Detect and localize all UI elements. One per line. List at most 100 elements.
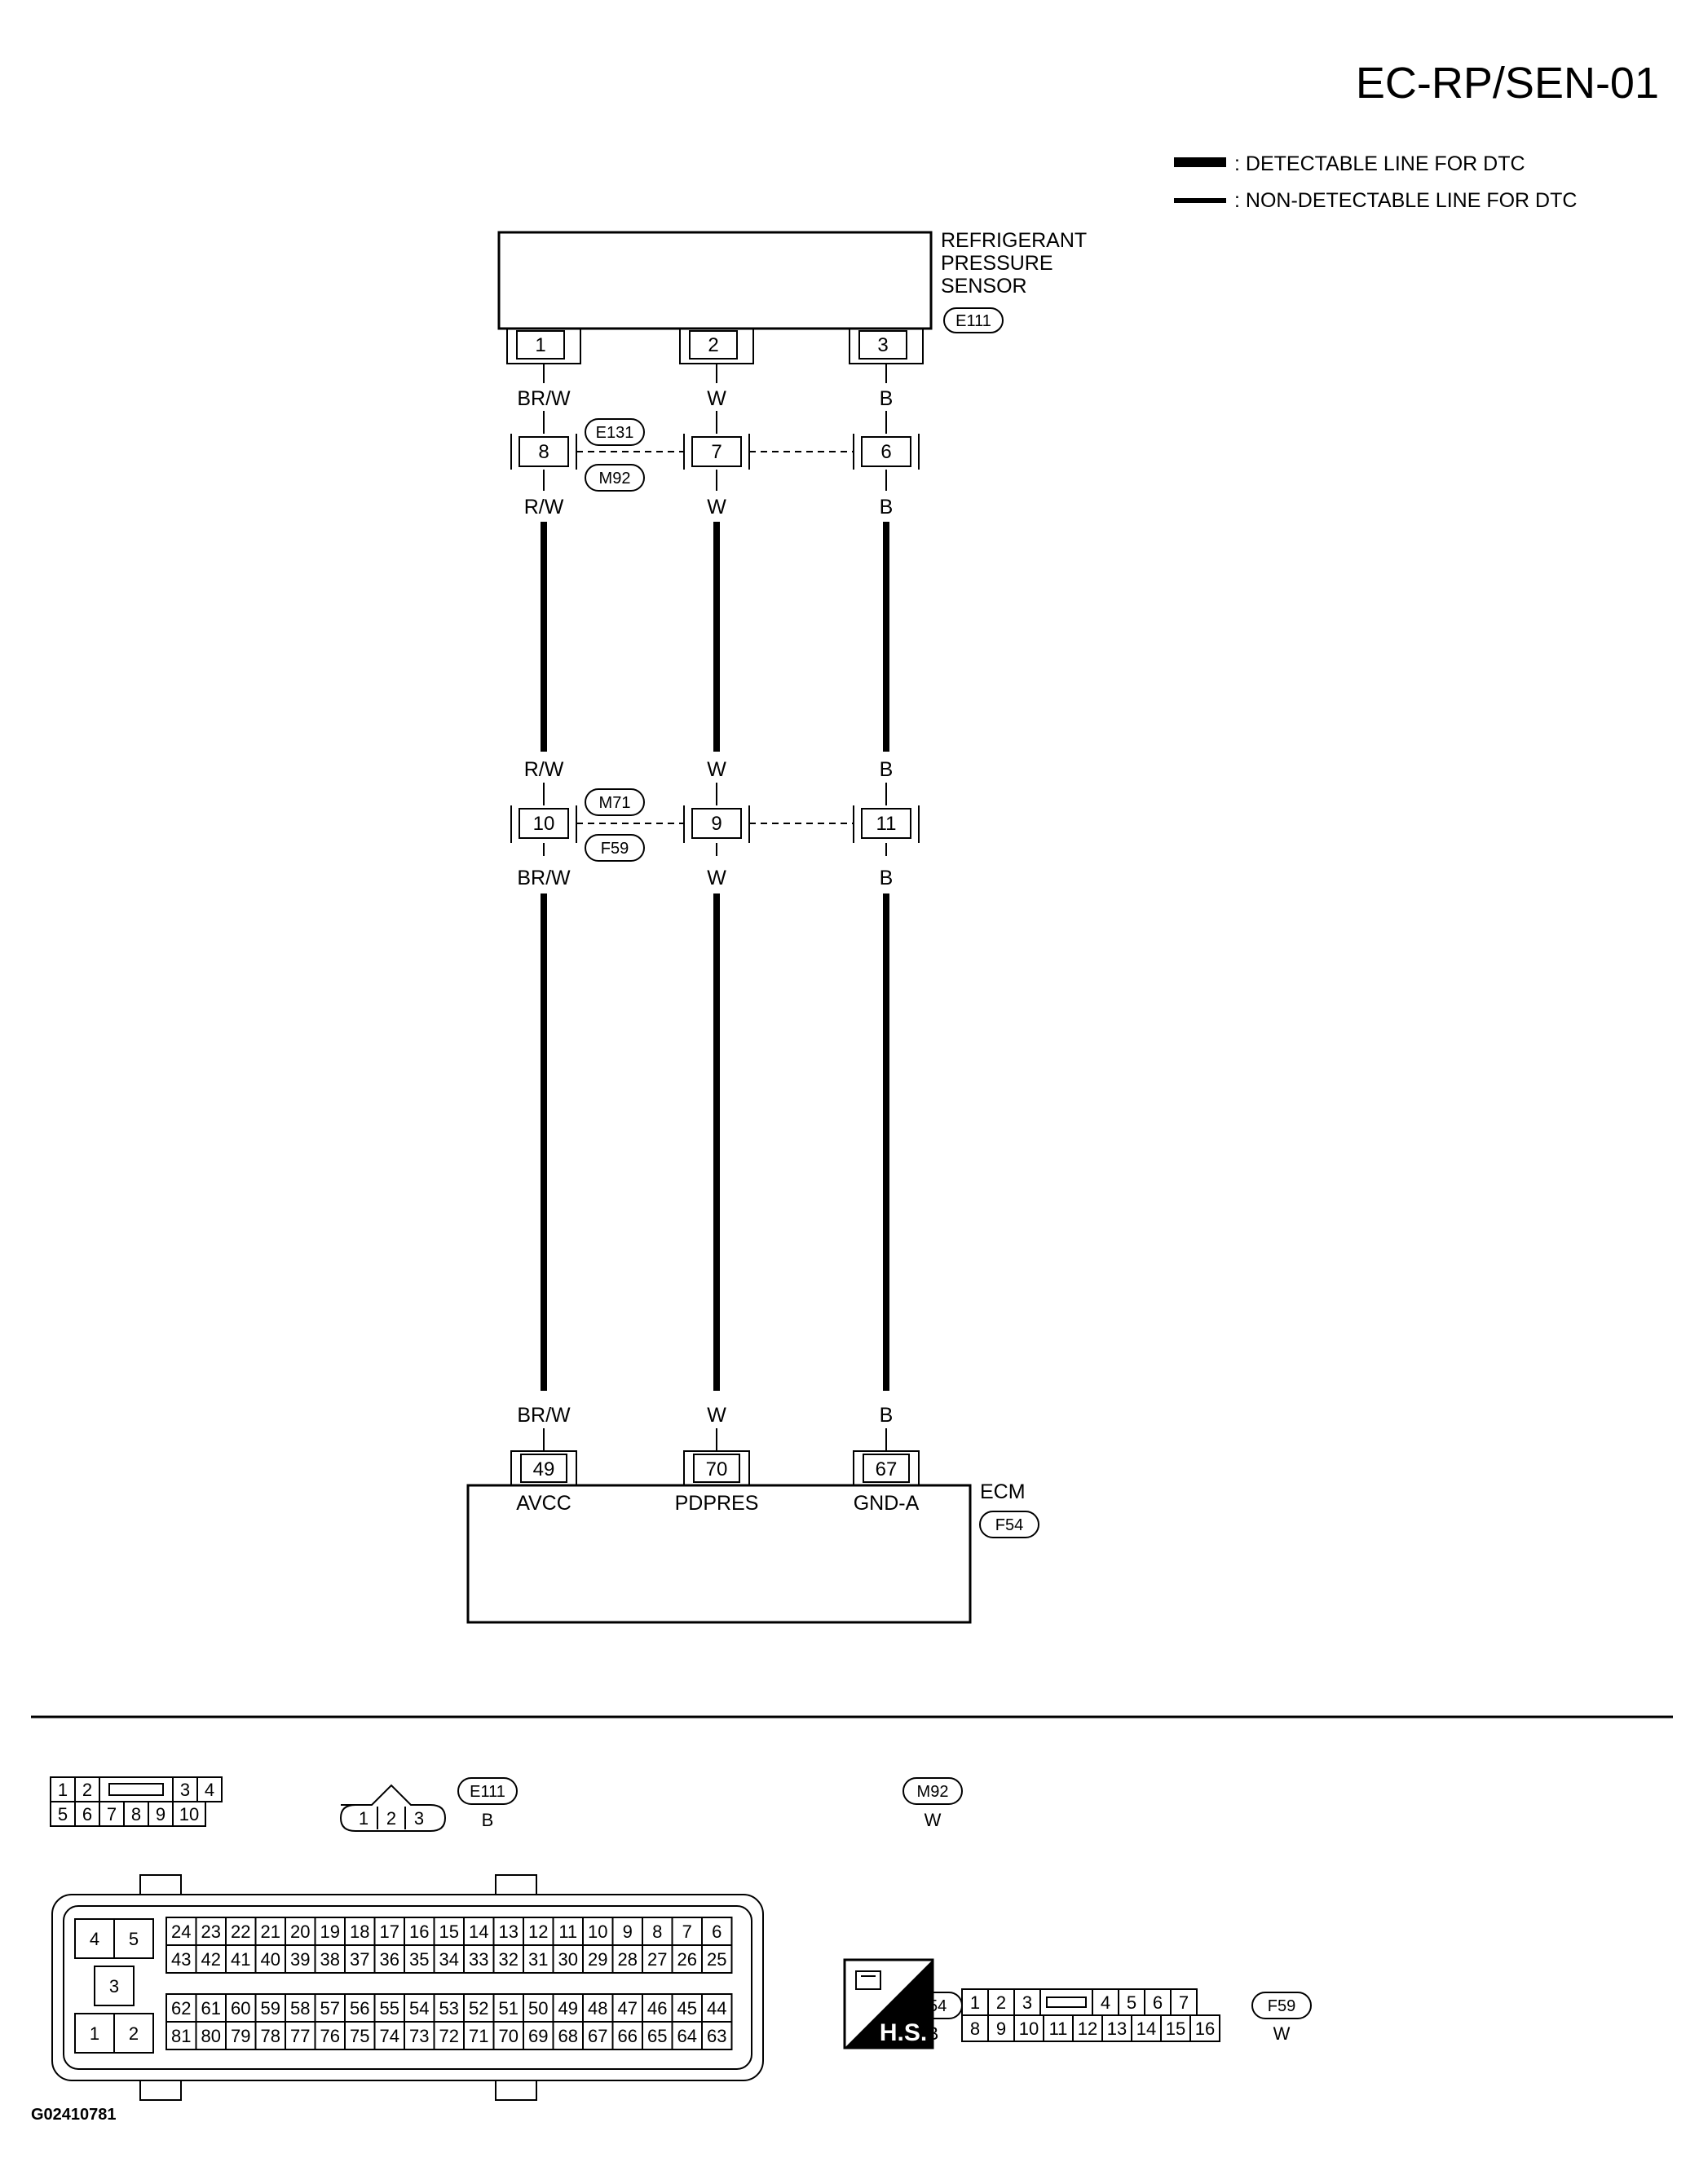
ecm-pin-49 [520, 1454, 567, 1483]
m92-view-pin-4: 4 [205, 1780, 214, 1800]
f54-view-pin-13-cell [492, 1917, 524, 1946]
m92-view-pin-6-cell [74, 1801, 100, 1827]
f54-view-pin-58: 58 [290, 1998, 310, 2019]
m92-view-pin-8: 8 [131, 1804, 141, 1824]
sensor-name-line3: SENSOR [941, 275, 1027, 298]
m92-view-color: W [925, 1810, 942, 1830]
m92-view-pin-8-cell [123, 1801, 149, 1827]
junction1-pin-7-label: 7 [711, 441, 722, 463]
junction1-pin-8 [519, 436, 569, 467]
wire-1-color-below-junction2: BR/W [517, 867, 571, 889]
sensor-pin-1-label: 1 [535, 334, 545, 356]
e111-view-housing [339, 1784, 447, 1832]
ecm-pin-49-socket [510, 1450, 577, 1485]
f54-view-pin-4-cell [74, 1918, 115, 1959]
f54-view-housing-inner [63, 1905, 752, 2070]
wire-1-color-lower-mid: R/W [524, 758, 564, 781]
f54-view-pin-32: 32 [499, 1949, 519, 1970]
f59-view-pin-6: 6 [1153, 1992, 1163, 2013]
f59-view-pin-11: 11 [1049, 2019, 1068, 2039]
f54-view-pin-77: 77 [290, 2026, 310, 2046]
junction2-pin-9-label: 9 [711, 813, 722, 835]
junction1-badge-b [585, 464, 645, 492]
f54-view-latch-bottom-right [495, 2080, 537, 2101]
f54-view-pin-17: 17 [380, 1921, 399, 1942]
f54-view-pin-48-cell [582, 1993, 614, 2023]
f54-view-pin-63-cell [701, 2021, 733, 2050]
f54-view-pin-36: 36 [380, 1949, 399, 1970]
junction2-badge-a [585, 788, 645, 816]
non-detectable-line-swatch [1174, 198, 1226, 203]
figure-code: G02410781 [31, 2106, 117, 2124]
f54-view-pin-9-cell [611, 1917, 643, 1946]
f54-view-pin-50: 50 [528, 1998, 548, 2019]
f54-view-pin-18-cell [344, 1917, 376, 1946]
hs-connector-glyph [855, 1970, 881, 1990]
f54-view-pin-21: 21 [261, 1921, 280, 1942]
ecm-pin-70 [693, 1454, 740, 1483]
f54-view-pin-75: 75 [350, 2026, 369, 2046]
f59-view-pin-9: 9 [996, 2019, 1006, 2039]
f54-view-pin-67: 67 [588, 2026, 607, 2046]
f54-view-pin-41-cell [225, 1944, 257, 1974]
f54-view-pin-65: 65 [647, 2026, 667, 2046]
junction2-pin-10 [519, 808, 569, 839]
wire-3-color-below-junction2: B [880, 867, 894, 889]
f54-view-pin-41: 41 [231, 1949, 250, 1970]
refrigerant-pressure-sensor: REFRIGERANT PRESSURE SENSOR E111 [497, 229, 1087, 333]
legend: : DETECTABLE LINE FOR DTC : NON-DETECTAB… [1174, 152, 1577, 212]
f54-view-pin-26: 26 [677, 1949, 697, 1970]
f54-view-pin-28-cell [611, 1944, 643, 1974]
wire-3-color-upper-mid: B [880, 496, 894, 518]
wire-3-color-top: B [880, 387, 894, 410]
f54-view-pin-64: 64 [677, 2026, 697, 2046]
wire-1-color-upper-mid: R/W [524, 496, 564, 518]
sensor-name-line1: REFRIGERANT [941, 229, 1087, 252]
f54-view-pin-54: 54 [409, 1998, 429, 2019]
f59-view-id: F59 [1268, 1997, 1295, 2015]
f54-view-pin-22-cell [225, 1917, 257, 1946]
f59-view-pin-10-cell [1013, 2014, 1044, 2042]
m92-view-pin-3: 3 [180, 1780, 190, 1800]
f54-view-pin-46: 46 [647, 1998, 667, 2019]
legend-detectable: : DETECTABLE LINE FOR DTC [1234, 152, 1525, 175]
f54-view-pin-18: 18 [350, 1921, 369, 1942]
f54-view-pin-28: 28 [618, 1949, 638, 1970]
f54-view-pin-78: 78 [261, 2026, 280, 2046]
f54-view-pin-76: 76 [320, 2026, 340, 2046]
f54-view-pin-43: 43 [171, 1949, 191, 1970]
sensor-name-line2: PRESSURE [941, 252, 1053, 275]
f59-view-color: W [1273, 2023, 1291, 2044]
f54-view-pin-39-cell [285, 1944, 316, 1974]
f54-view-pin-38: 38 [320, 1949, 340, 1970]
f54-view-pin-47: 47 [618, 1998, 638, 2019]
m92-view-pin-4-cell [196, 1776, 223, 1802]
f54-view-pin-69: 69 [528, 2026, 548, 2046]
f54-view-pin-6: 6 [712, 1921, 722, 1942]
f54-view-pin-72: 72 [439, 2026, 459, 2046]
f59-view-pin-3-cell [1013, 1988, 1041, 2016]
f54-view-pin-51: 51 [499, 1998, 519, 2019]
m92-view-pin-7: 7 [107, 1804, 117, 1824]
f54-view-pin-35-cell [404, 1944, 435, 1974]
m92-view-pin-5-cell [50, 1801, 76, 1827]
m92-view-pin-2: 2 [82, 1780, 92, 1800]
f54-view-pin-8: 8 [652, 1921, 662, 1942]
f54-view-pin-73: 73 [409, 2026, 429, 2046]
e111-view-pin-3: 3 [414, 1808, 424, 1829]
ecm-signal-pdpres: PDPRES [675, 1492, 759, 1515]
junction2-pin-11-label: 11 [876, 813, 897, 835]
f54-view-pin-42-cell [195, 1944, 227, 1974]
m92-view-pin-10: 10 [179, 1804, 199, 1824]
f54-view-pin-31: 31 [528, 1949, 548, 1970]
e111-view-badge [457, 1777, 518, 1805]
ecm-connector-badge [979, 1511, 1039, 1538]
f59-view-pin-12: 12 [1078, 2019, 1097, 2039]
f54-view-pin-62-cell [165, 1993, 197, 2023]
f54-view-pin-12-cell [523, 1917, 554, 1946]
f59-view-pin-7: 7 [1179, 1992, 1189, 2013]
f54-view-pin-24: 24 [171, 1921, 191, 1942]
e111-view-id: E111 [470, 1783, 505, 1801]
